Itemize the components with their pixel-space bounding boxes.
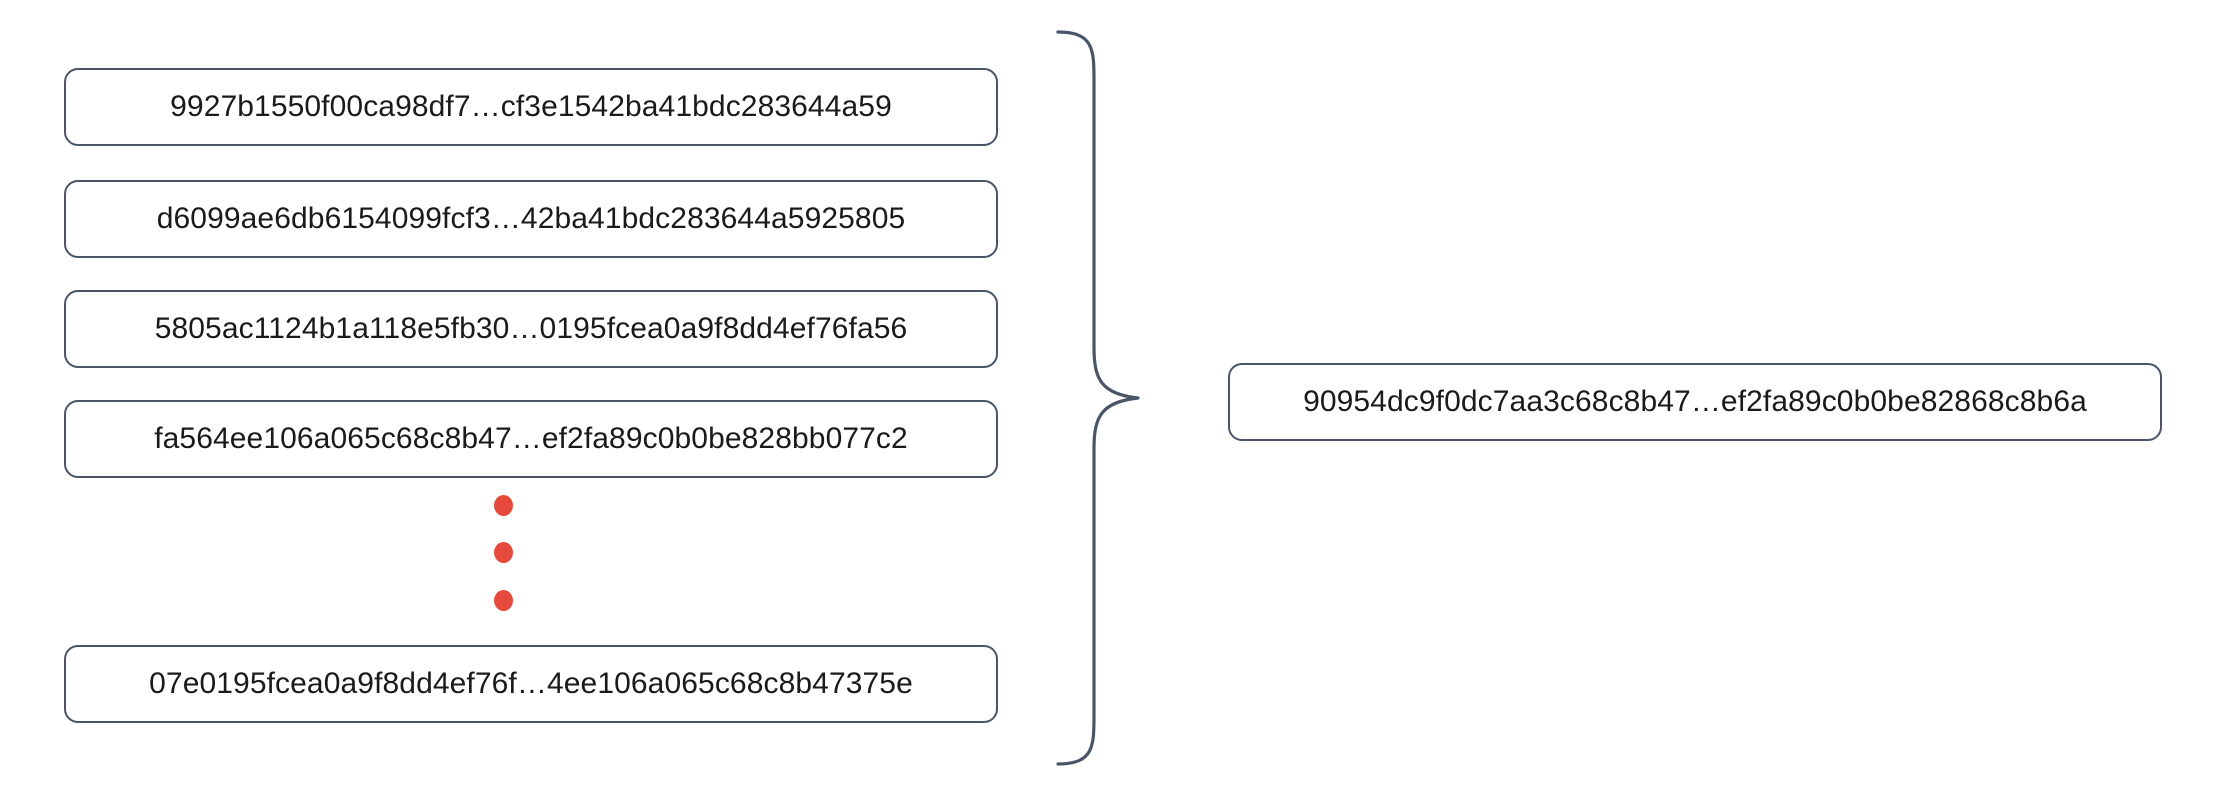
- hash-box-leaf-4[interactable]: 07e0195fcea0a9f8dd4ef76f…4ee106a065c68c8…: [64, 645, 998, 723]
- hash-box-leaf-2[interactable]: 5805ac1124b1a118e5fb30…0195fcea0a9f8dd4e…: [64, 290, 998, 368]
- ellipsis-dot-icon: [494, 590, 513, 611]
- vertical-ellipsis-icon: [494, 495, 530, 627]
- ellipsis-dot-icon: [494, 495, 513, 516]
- ellipsis-dot-icon: [494, 542, 513, 563]
- curly-brace-icon: [1040, 28, 1170, 768]
- hash-text: fa564ee106a065c68c8b47…ef2fa89c0b0be828b…: [154, 422, 908, 455]
- hash-text: d6099ae6db6154099fcf3…42ba41bdc283644a59…: [156, 202, 906, 235]
- hash-box-leaf-3[interactable]: fa564ee106a065c68c8b47…ef2fa89c0b0be828b…: [64, 400, 998, 478]
- hash-box-root[interactable]: 90954dc9f0dc7aa3c68c8b47…ef2fa89c0b0be82…: [1228, 363, 2162, 441]
- hash-box-leaf-1[interactable]: d6099ae6db6154099fcf3…42ba41bdc283644a59…: [64, 180, 998, 258]
- hash-text: 9927b1550f00ca98df7…cf3e1542ba41bdc28364…: [170, 90, 892, 123]
- hash-text: 07e0195fcea0a9f8dd4ef76f…4ee106a065c68c8…: [149, 667, 913, 700]
- hash-text: 90954dc9f0dc7aa3c68c8b47…ef2fa89c0b0be82…: [1303, 385, 2087, 418]
- hash-box-leaf-0[interactable]: 9927b1550f00ca98df7…cf3e1542ba41bdc28364…: [64, 68, 998, 146]
- hash-text: 5805ac1124b1a118e5fb30…0195fcea0a9f8dd4e…: [154, 312, 908, 345]
